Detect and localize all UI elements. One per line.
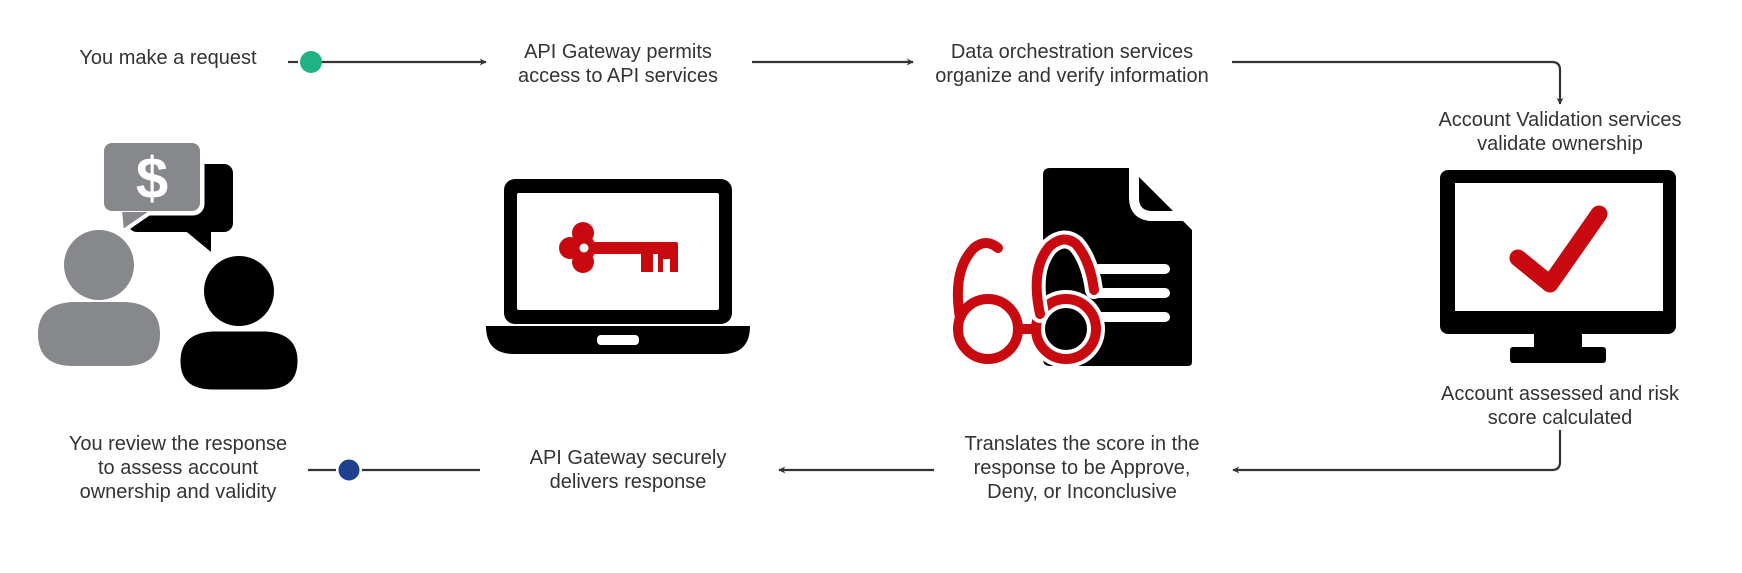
label-line: ownership and validity: [80, 481, 277, 503]
label-line: access to API services: [518, 65, 718, 87]
label-line: Account Validation services: [1438, 109, 1681, 131]
end-dot: [336, 457, 362, 483]
document-glasses-icon: [949, 168, 1192, 368]
label-line: to assess account: [98, 457, 259, 479]
label-line: You review the response: [69, 433, 287, 455]
dollar-sign: $: [136, 146, 168, 211]
start-dot: [300, 51, 322, 73]
step-request-label: You make a request: [79, 47, 257, 69]
label-line: organize and verify information: [935, 65, 1208, 87]
label-line: score calculated: [1488, 407, 1633, 429]
label-line: Deny, or Inconclusive: [987, 481, 1177, 503]
label-line: validate ownership: [1477, 133, 1643, 155]
label-line: API Gateway permits: [524, 41, 712, 63]
label-line: delivers response: [550, 471, 707, 493]
end-connector: [308, 457, 480, 483]
label-line: API Gateway securely: [530, 447, 727, 469]
label-line: Translates the score in the: [965, 433, 1200, 455]
arrow-orchestration-to-validation: [1232, 60, 1564, 105]
label-line: Data orchestration services: [951, 41, 1193, 63]
glasses-shape: [949, 230, 1105, 368]
monitor-checkmark-icon: [1440, 170, 1676, 363]
start-connector: [288, 51, 487, 73]
laptop-key-icon: [486, 179, 750, 354]
arrow-assessed-to-translate: [1232, 430, 1562, 474]
checkmark-shape: [1509, 205, 1608, 293]
label-line: Account assessed and risk: [1441, 383, 1680, 405]
label-line: You make a request: [79, 47, 257, 69]
people-chat-dollar-icon: $: [38, 138, 303, 395]
label-line: response to be Approve,: [974, 457, 1191, 479]
